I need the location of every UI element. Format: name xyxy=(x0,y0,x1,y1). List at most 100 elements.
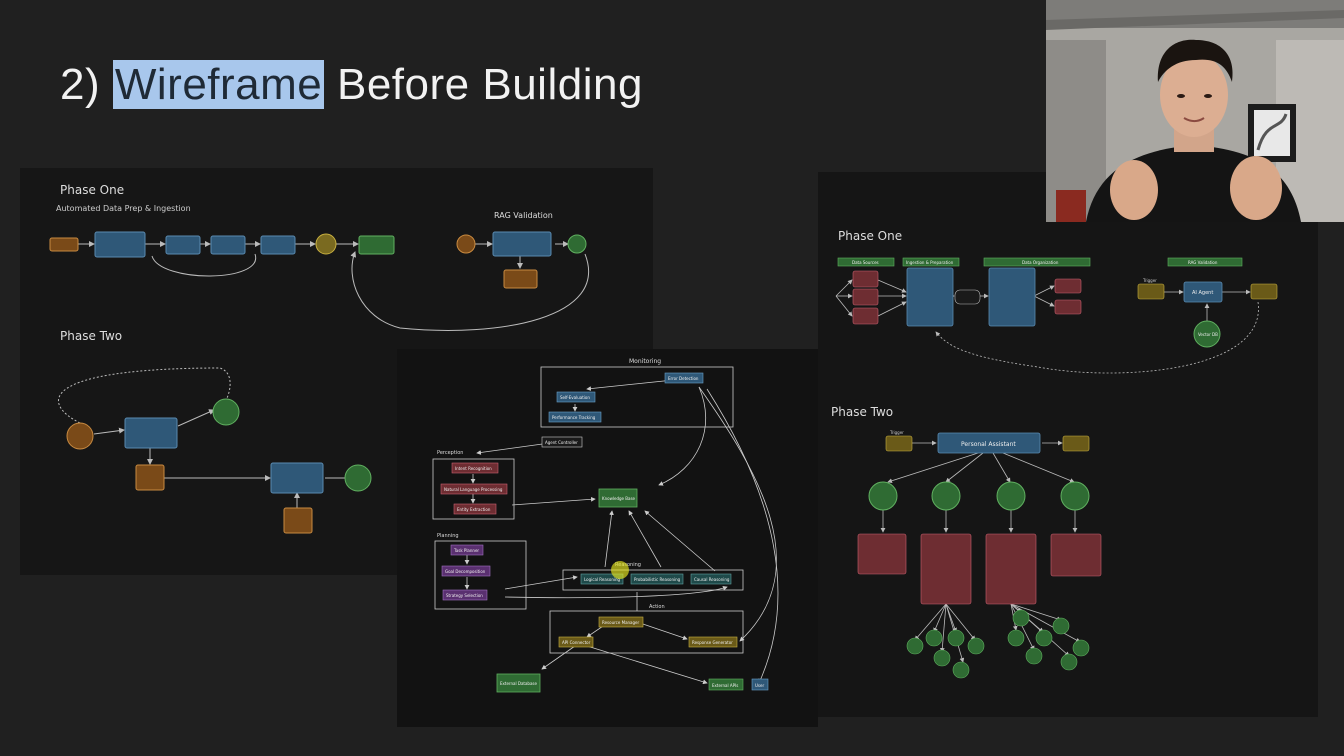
external-apis-text: External APIs xyxy=(712,683,738,688)
right-diagram-panel: Phase One Data Sources Ingestion & Prepa… xyxy=(818,172,1318,717)
title-prefix: 2) xyxy=(60,60,113,109)
monitoring-group xyxy=(540,366,734,428)
response-generator-text: Response Generator xyxy=(692,640,733,645)
logical-reasoning-text: Logical Reasoning xyxy=(584,577,621,582)
rag-trigger-node xyxy=(1137,283,1165,300)
action-group xyxy=(549,610,744,654)
decision-node xyxy=(315,233,337,255)
phase-two-flow xyxy=(58,367,355,508)
api-connector-node xyxy=(558,636,594,648)
source-node-1 xyxy=(852,270,879,288)
tool-detail-3 xyxy=(985,533,1037,605)
vector-db-node xyxy=(358,235,395,255)
voice-trigger-node xyxy=(66,422,94,450)
second-output-node xyxy=(344,464,372,492)
tool-node-3 xyxy=(996,481,1026,511)
data-sources-header xyxy=(837,257,895,267)
rag-ai-agent-text: AI Agent xyxy=(1192,290,1213,296)
right-phase-one-title: Phase One xyxy=(838,229,902,243)
data-sources-text: Data Sources xyxy=(852,260,879,265)
rag-ai-agent-node xyxy=(1183,281,1223,303)
self-evaluation-text: Self-Evaluation xyxy=(560,395,590,400)
cursor-highlight xyxy=(611,561,629,579)
ingestion-node xyxy=(906,267,954,327)
reasoning-label: Reasoning xyxy=(615,562,641,568)
tool-node-2 xyxy=(931,481,961,511)
ingest-node xyxy=(94,231,146,258)
user-text: User xyxy=(755,683,764,688)
rag-validation-text: RAG Validation xyxy=(1188,260,1218,265)
goal-decomposition-node xyxy=(441,565,491,577)
center-diagram-panel: Monitoring Error Detection Self-Evaluati… xyxy=(397,349,818,727)
error-detection-node xyxy=(664,372,704,384)
left-phase-one-subtitle: Automated Data Prep & Ingestion xyxy=(56,204,191,213)
planning-group xyxy=(434,540,527,610)
strategy-selection-node xyxy=(442,589,488,601)
resource-manager-text: Resource Manager xyxy=(602,620,640,625)
center-diagram: Monitoring Error Detection Self-Evaluati… xyxy=(432,358,779,693)
tool-detail-4 xyxy=(1050,533,1102,577)
nlp-node xyxy=(440,483,508,495)
presenter-webcam-icon xyxy=(1046,0,1344,222)
rag-end-node xyxy=(567,234,587,254)
voice-db-node xyxy=(135,464,165,491)
rag-db-node xyxy=(503,269,538,289)
title-highlight: Wireframe xyxy=(112,60,325,109)
api-connector-text: API Connector xyxy=(562,640,591,645)
user-node xyxy=(751,678,769,691)
agent-controller-text: Agent Controller xyxy=(545,440,578,445)
causal-reasoning-text: Causal Reasoning xyxy=(694,577,730,582)
task-planner-text: Task Planner xyxy=(453,548,479,553)
rag-agent-node xyxy=(492,231,552,257)
second-db-node xyxy=(283,507,313,534)
planning-label: Planning xyxy=(437,533,459,539)
data-organization-text: Data Organization xyxy=(1022,260,1059,265)
rag-output-node xyxy=(1250,283,1278,300)
title-suffix: Before Building xyxy=(324,60,643,109)
left-phase-one-title: Phase One xyxy=(60,183,124,197)
left-phase-two-title: Phase Two xyxy=(60,329,122,343)
response-generator-node xyxy=(688,636,738,648)
external-database-node xyxy=(496,673,541,693)
resource-manager-node xyxy=(598,616,644,628)
probabilistic-reasoning-text: Probabilistic Reasoning xyxy=(634,577,681,582)
performance-tracking-node xyxy=(548,411,602,423)
agent-controller-node xyxy=(541,436,583,448)
probabilistic-reasoning-node xyxy=(630,573,684,585)
voice-output-node xyxy=(212,398,240,426)
perception-group xyxy=(432,458,515,520)
goal-decomposition-text: Goal Decomposition xyxy=(445,569,486,574)
second-agent-node xyxy=(270,462,324,494)
logical-reasoning-node xyxy=(580,573,624,585)
slide-title: 2) Wireframe Before Building xyxy=(60,60,643,110)
embed-node xyxy=(210,235,246,255)
personal-assistant-node xyxy=(937,432,1041,454)
left-diagram: Phase One Automated Data Prep & Ingestio… xyxy=(49,183,589,534)
chunk-node xyxy=(165,235,201,255)
rag-start-node xyxy=(456,234,476,254)
rag-validation-header xyxy=(1167,257,1243,267)
vector-store-node-1 xyxy=(1054,278,1082,294)
error-detection-text: Error Detection xyxy=(668,376,699,381)
rag-title: RAG Validation xyxy=(494,211,553,220)
assistant-trigger-node xyxy=(885,435,913,452)
perception-label: Perception xyxy=(437,450,463,456)
external-apis-node xyxy=(708,678,744,691)
external-database-text: External Database xyxy=(500,681,537,686)
assistant-trigger-label: Trigger xyxy=(889,430,904,435)
tool-detail-1 xyxy=(857,533,907,575)
voice-agent-node xyxy=(124,417,178,449)
intent-recognition-text: Intent Recognition xyxy=(455,466,492,471)
rag-trigger-label: Trigger xyxy=(1142,278,1157,283)
tool-node-4 xyxy=(1060,481,1090,511)
sub-tool-nodes xyxy=(906,609,1090,679)
task-planner-node xyxy=(450,544,484,556)
transfer-node xyxy=(954,289,981,305)
source-node-2 xyxy=(852,288,879,306)
assistant-output-node xyxy=(1062,435,1090,452)
monitoring-label: Monitoring xyxy=(629,358,661,365)
right-phase-two-title: Phase Two xyxy=(831,405,893,419)
organization-node xyxy=(988,267,1036,327)
presenter-webcam xyxy=(1046,0,1344,222)
nlp-text: Natural Language Processing xyxy=(444,487,503,492)
